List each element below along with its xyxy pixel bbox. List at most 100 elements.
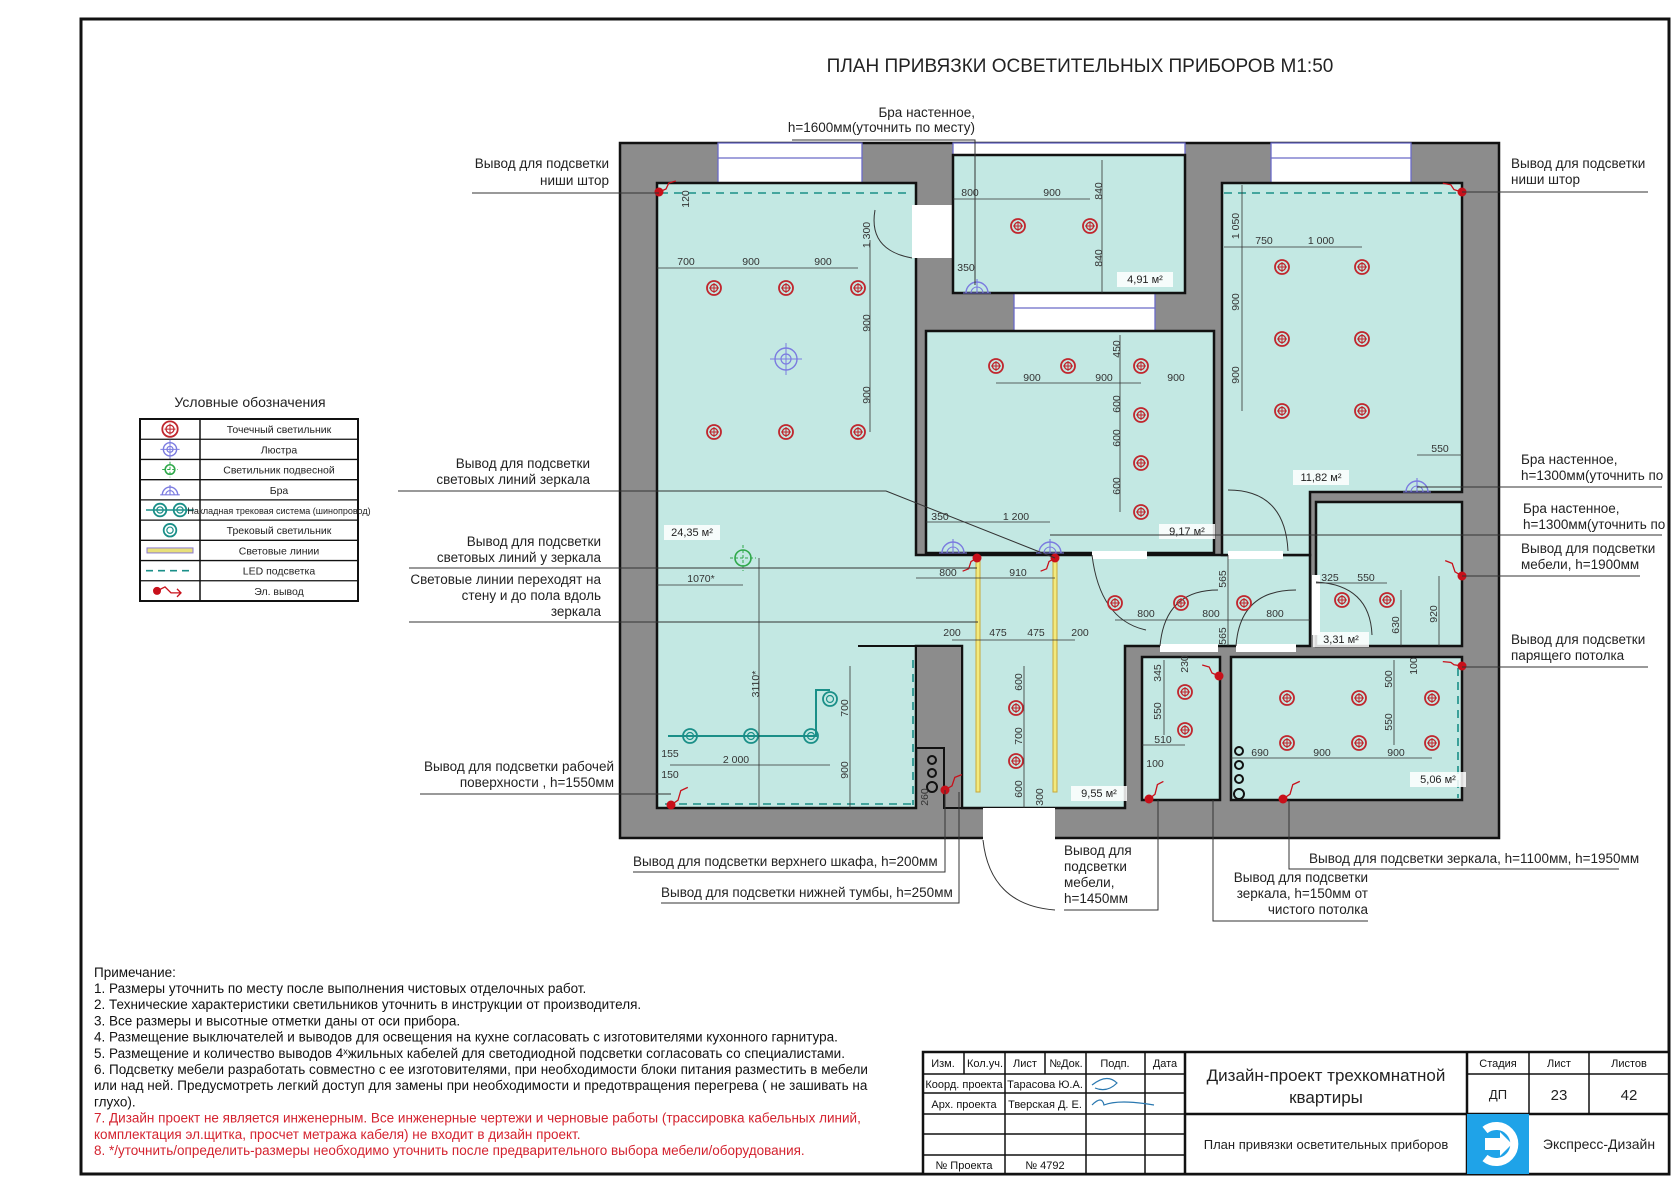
spotlight-icon <box>1133 455 1149 471</box>
track-light-icon <box>162 523 178 538</box>
wall-sconce-icon <box>160 484 180 496</box>
tb-header: Кол.уч. <box>967 1058 1003 1070</box>
dimension-label: 920 <box>1428 605 1440 623</box>
entrance-opening <box>983 808 1055 840</box>
callout-text: Световые линии переходят на <box>410 572 601 587</box>
dimension-label: 700 <box>677 256 695 268</box>
room-toilet <box>1140 655 1222 802</box>
rooms <box>655 153 1464 810</box>
dimension-lines <box>657 160 1462 808</box>
dimension-label: 700 <box>839 699 851 717</box>
logo-mark-icon <box>1482 1122 1519 1166</box>
door-gaps <box>1092 551 1320 652</box>
dimension-label: 600 <box>1111 429 1123 447</box>
track-light-icon <box>803 728 819 744</box>
dimension-label: 260 <box>919 788 931 806</box>
dimension-label: 600 <box>1013 780 1025 798</box>
room-living <box>655 181 1312 810</box>
note-line: 3. Все размеры и высотные отметки даны о… <box>94 1013 460 1028</box>
dimension-label: 900 <box>1167 372 1185 384</box>
spotlight-icon <box>161 420 179 438</box>
spotlight-icon <box>1354 259 1370 275</box>
dimension-label: 900 <box>861 386 873 404</box>
spotlight-icon <box>1133 407 1149 423</box>
electric-outlet-icon <box>962 553 982 572</box>
spotlight-icon <box>1279 735 1295 751</box>
door-opening <box>912 205 955 258</box>
windows <box>717 142 1412 332</box>
room-area-label: 9,55 м² <box>1081 788 1117 800</box>
spotlight-icon <box>1133 358 1149 374</box>
sanitary-marks <box>926 746 1245 800</box>
chandelier-icon <box>160 439 180 459</box>
light-line <box>975 557 981 793</box>
window <box>1013 292 1156 332</box>
signature <box>1091 1077 1155 1106</box>
spotlight-icon <box>1177 722 1193 738</box>
electric-outlet-icon <box>1278 780 1301 804</box>
dimension-label: 600 <box>1111 395 1123 413</box>
dimension-label: 600 <box>1111 477 1123 495</box>
legend-label: Трековый светильник <box>227 525 332 537</box>
note-line: или над ней. Предусмотреть легкий доступ… <box>94 1078 868 1093</box>
callout-text: h=1300мм(уточнить по <box>1523 517 1665 532</box>
dimension-label: 800 <box>1266 608 1284 620</box>
callout-text: Бра настенное, <box>1523 501 1620 516</box>
tb-sheet-label: Лист <box>1547 1058 1571 1070</box>
callout-leaders <box>398 139 1662 922</box>
room-area-label: 4,91 м² <box>1127 274 1163 286</box>
callout-text: Бра настенное, <box>878 105 975 120</box>
legend-label: Люстра <box>261 444 298 456</box>
dimension-label: 750 <box>1255 235 1273 247</box>
tb-stage-label: Стадия <box>1479 1058 1517 1070</box>
legend-label: LED подсветка <box>243 566 316 578</box>
dimension-label: 345 <box>1152 664 1164 682</box>
dimension-label: 900 <box>1095 372 1113 384</box>
dimension-label: 1 000 <box>1308 235 1334 247</box>
callout: Бра настенное,h=1300мм(уточнить по <box>1523 501 1665 532</box>
legend-row: Точечный светильник <box>161 420 332 438</box>
legend: Условные обозначения Точечный светильник… <box>139 394 371 602</box>
track-light-icon <box>682 728 698 744</box>
callout: Бра настенное,h=1600мм(уточнить по месту… <box>788 105 975 135</box>
legend-row: Трековый светильник <box>140 519 358 538</box>
dimension-label: 100 <box>1146 758 1164 770</box>
tb-name: Тарасова Ю.А. <box>1007 1079 1083 1091</box>
wall-sconce-icon <box>1036 539 1064 554</box>
callout-text: Вывод для подсветки зеркала, h=1100мм, h… <box>1309 851 1639 866</box>
callout-text: Вывод для подсветки <box>1511 632 1645 647</box>
dimension-label: 800 <box>961 187 979 199</box>
dimension-label: 500 <box>1383 670 1395 688</box>
pendant-lamp-icon <box>730 545 756 571</box>
tb-project-number: № 4792 <box>1025 1160 1064 1172</box>
track-system-icon <box>146 502 194 518</box>
dimension-label: 475 <box>989 627 1007 639</box>
callout-text: h=1600мм(уточнить по месту) <box>788 120 975 135</box>
kitchen-cabinet-wall <box>858 645 963 809</box>
note-line: 4. Размещение выключателей и выводов для… <box>94 1030 838 1045</box>
room-area-label: 5,06 м² <box>1420 774 1456 786</box>
callout-text: Вывод для подсветки <box>1521 541 1655 556</box>
window <box>717 142 863 184</box>
dimension-label: 900 <box>1230 366 1242 384</box>
callout-text: световых линий у зеркала <box>437 550 602 565</box>
callout-text: Вывод для подсветки <box>467 534 601 549</box>
legend-label: Бра <box>270 485 289 497</box>
spotlight-icon <box>1177 684 1193 700</box>
callout-text: мебели, <box>1064 875 1114 890</box>
callout-text: чистого потолка <box>1268 902 1369 917</box>
tb-sheet-title: План привязки осветительных приборов <box>1204 1137 1449 1152</box>
chandelier-icon <box>770 343 802 375</box>
electric-outlet-icon <box>1144 780 1164 804</box>
dimension-label: 565 <box>1217 627 1229 645</box>
track-rail <box>668 689 830 737</box>
dimension-label: 550 <box>1431 443 1449 455</box>
callout-text: Вывод для подсветки <box>456 456 590 471</box>
